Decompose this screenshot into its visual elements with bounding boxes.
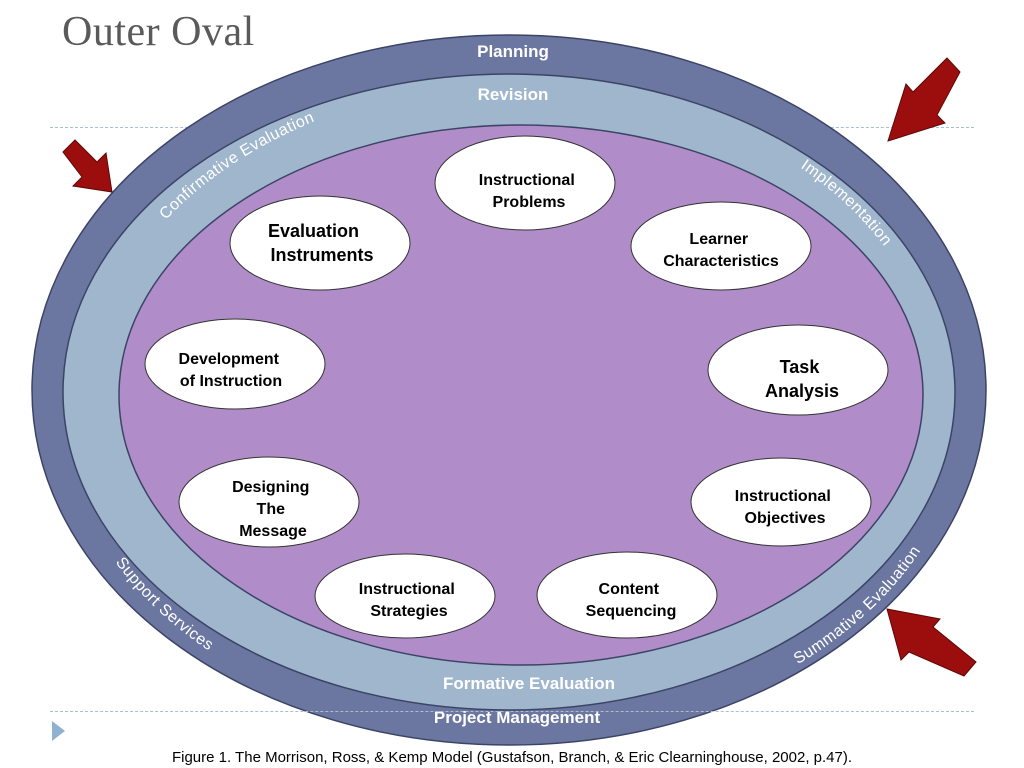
arrow-top-right — [887, 57, 961, 142]
slide-title: Outer Oval — [62, 9, 255, 55]
node-designing-the-message: Designing The Message — [178, 456, 360, 548]
revision-label: Revision — [478, 85, 549, 104]
formative-evaluation-label: Formative Evaluation — [443, 674, 615, 693]
node-evaluation-instruments: Evaluation Instruments — [229, 195, 411, 291]
node-content-sequencing: Content Sequencing — [536, 551, 718, 639]
svg-text:Designing The Mess: Designing The Message — [232, 479, 314, 540]
triangle-bullet-icon — [52, 721, 65, 741]
svg-text:Task Analysis: Task Analysis — [765, 357, 839, 401]
svg-text:Instructional Strategies: Instructional Strategies — [359, 581, 459, 620]
node-development-of-instruction: Development of Instruction — [144, 318, 326, 410]
svg-text:Evaluation Instruments: Evaluation Instruments — [268, 221, 374, 265]
planning-label: Planning — [477, 42, 549, 61]
node-learner-characteristics: Learner Characteristics — [630, 201, 812, 291]
arrow-top-left — [62, 139, 113, 193]
node-task-analysis: Task Analysis — [707, 324, 889, 416]
svg-text:Learner Characteristics: Learner Characteristics — [663, 231, 779, 270]
svg-text:Instructional Problems: Instructional Problems — [479, 172, 579, 211]
figure-caption: Figure 1. The Morrison, Ross, & Kemp Mod… — [171, 749, 853, 766]
svg-text:Development of Instructi: Development of Instruction — [179, 351, 284, 390]
node-instructional-strategies: Instructional Strategies — [314, 553, 496, 639]
svg-text:Instructional Objectives: Instructional Objectives — [735, 488, 835, 527]
project-management-label: Project Management — [434, 708, 601, 727]
node-instructional-objectives: Instructional Objectives — [690, 457, 872, 547]
node-instructional-problems: Instructional Problems — [434, 135, 616, 231]
svg-text:Content Sequencing: Content Sequencing — [586, 581, 677, 620]
arrow-bottom-right — [886, 608, 977, 677]
bottom-divider — [50, 711, 974, 712]
